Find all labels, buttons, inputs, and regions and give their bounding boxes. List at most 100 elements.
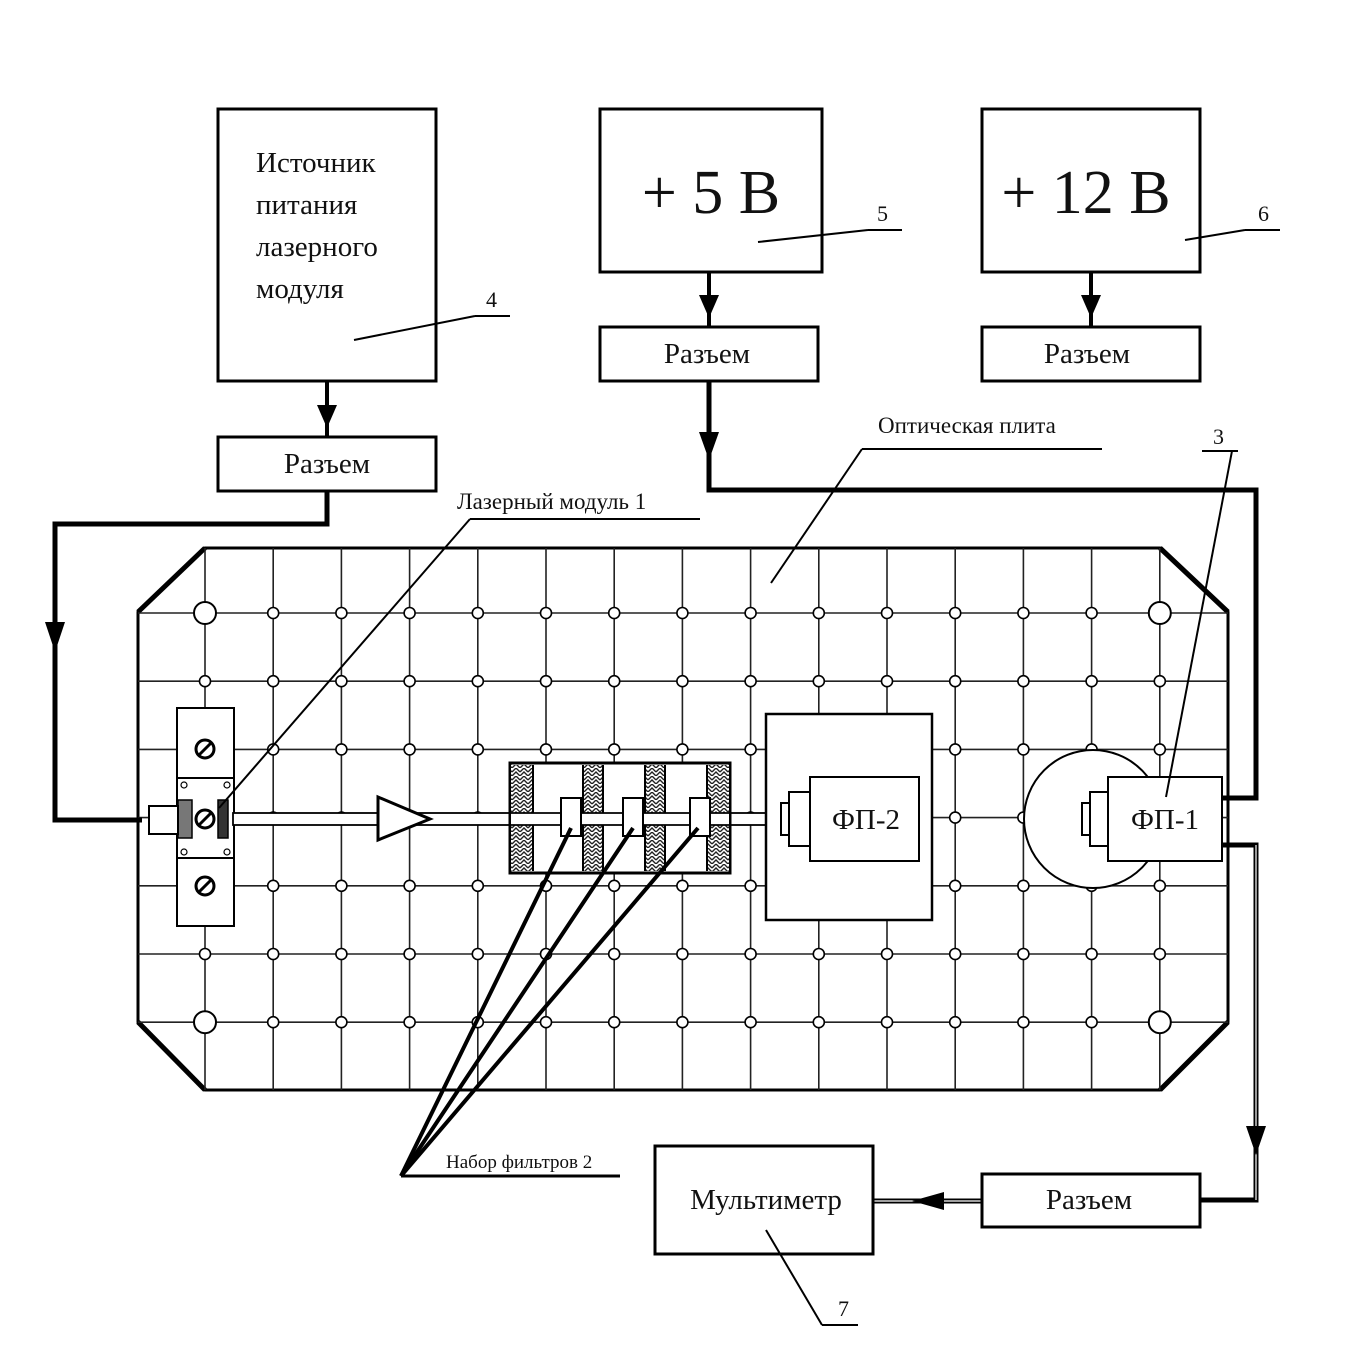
- filter-set-callout: [399, 826, 700, 1178]
- mounting-hole: [744, 1015, 757, 1029]
- callout-number-4: 4: [486, 287, 497, 312]
- arrow-down-icon: [317, 405, 337, 428]
- mounting-hole: [403, 674, 416, 688]
- arrow-down-icon: [1246, 1126, 1266, 1155]
- mounting-hole: [607, 743, 621, 756]
- mounting-hole: [1017, 947, 1030, 961]
- mounting-hole: [1153, 743, 1167, 756]
- mounting-hole: [335, 947, 348, 961]
- photodetector-2: ФП-2: [764, 712, 934, 922]
- mounting-hole: [1017, 606, 1030, 620]
- mounting-hole: [335, 879, 348, 893]
- mounting-hole: [403, 1015, 416, 1029]
- mounting-hole: [744, 947, 757, 961]
- mounting-hole: [676, 947, 689, 961]
- multimeter-connector-block: Разъем: [980, 1172, 1202, 1229]
- mounting-hole: [812, 1015, 826, 1029]
- mounting-hole: [335, 606, 348, 620]
- mounting-hole: [1017, 1015, 1030, 1029]
- supply-5v-label: + 5 В: [642, 159, 780, 227]
- mounting-hole: [198, 674, 212, 688]
- mounting-hole: [403, 743, 416, 756]
- filter: [689, 797, 711, 837]
- multimeter-label: Мультиметр: [690, 1184, 842, 1216]
- supply-12v-block: + 12 В 6: [980, 107, 1280, 274]
- laser-module-label: Лазерный модуль 1: [457, 489, 646, 514]
- mounting-hole: [607, 674, 621, 688]
- mounting-hole: [198, 947, 212, 961]
- mounting-hole: [676, 1015, 689, 1029]
- screw-icon: [194, 875, 216, 897]
- mounting-hole: [471, 879, 485, 893]
- photodetector-1: ФП-1: [1023, 749, 1223, 889]
- optical-plate-label: Оптическая плита: [878, 413, 1056, 438]
- arrow-down-icon: [45, 622, 65, 652]
- mounting-hole: [193, 601, 217, 625]
- mounting-hole: [880, 606, 894, 620]
- mounting-hole: [676, 879, 689, 893]
- mounting-hole: [1017, 879, 1030, 893]
- mounting-hole: [1153, 879, 1167, 893]
- filter-set-label: Набор фильтров 2: [446, 1152, 592, 1173]
- laser-connector-block: Разъем: [216, 435, 438, 493]
- mounting-hole: [744, 879, 757, 893]
- mounting-hole: [1153, 947, 1167, 961]
- screw-icon: [194, 738, 216, 760]
- mounting-hole: [948, 947, 962, 961]
- arrow-down-icon: [1081, 295, 1101, 318]
- mounting-hole: [471, 606, 485, 620]
- mounting-hole: [471, 947, 485, 961]
- mounting-hole: [266, 879, 280, 893]
- mounting-hole: [1147, 601, 1172, 625]
- fp1-label: ФП-1: [1131, 804, 1199, 836]
- mounting-hole: [1085, 606, 1098, 620]
- filter: [622, 797, 644, 837]
- mounting-hole: [471, 743, 485, 756]
- mounting-hole: [948, 1015, 962, 1029]
- filter: [560, 797, 582, 837]
- mounting-hole: [948, 879, 962, 893]
- mounting-hole: [1017, 743, 1030, 756]
- mounting-hole: [676, 606, 689, 620]
- mounting-hole: [539, 606, 553, 620]
- callout-number-7: 7: [838, 1296, 849, 1321]
- laser-power-source-block: Источник питания лазерного модуля 4: [216, 107, 510, 383]
- multimeter-connector-label: Разъем: [1046, 1184, 1132, 1216]
- mounting-hole: [948, 743, 962, 756]
- mounting-hole: [744, 674, 757, 688]
- arrow-down-icon: [699, 295, 719, 318]
- mounting-hole: [335, 743, 348, 756]
- mounting-hole: [1147, 1010, 1172, 1035]
- mounting-hole: [744, 606, 757, 620]
- mounting-hole: [948, 674, 962, 688]
- supply-5v-block: + 5 В 5: [598, 107, 902, 274]
- beam-direction-arrow-icon: [376, 794, 434, 843]
- mounting-hole: [1085, 1015, 1098, 1029]
- mounting-hole: [403, 606, 416, 620]
- filter-holder: [508, 761, 732, 875]
- mounting-hole: [1085, 947, 1098, 961]
- mounting-hole: [880, 674, 894, 688]
- mounting-hole: [539, 674, 553, 688]
- mounting-hole: [266, 1015, 280, 1029]
- mounting-hole: [1085, 674, 1098, 688]
- mounting-hole: [676, 674, 689, 688]
- mounting-hole: [266, 947, 280, 961]
- mounting-hole: [403, 879, 416, 893]
- laser-power-line-4: модуля: [256, 273, 344, 305]
- mounting-hole: [1153, 674, 1167, 688]
- mounting-hole: [1017, 674, 1030, 688]
- mounting-hole: [880, 1015, 894, 1029]
- mounting-hole: [539, 1015, 553, 1029]
- screw-icon: [194, 808, 216, 830]
- mounting-hole: [607, 606, 621, 620]
- mounting-hole: [948, 606, 962, 620]
- mounting-hole: [335, 1015, 348, 1029]
- mounting-hole: [539, 743, 553, 756]
- callout-number-5: 5: [877, 201, 888, 226]
- callout-number-3: 3: [1213, 424, 1224, 449]
- mounting-hole: [471, 674, 485, 688]
- laser-power-line-2: питания: [256, 189, 357, 221]
- mounting-hole: [812, 674, 826, 688]
